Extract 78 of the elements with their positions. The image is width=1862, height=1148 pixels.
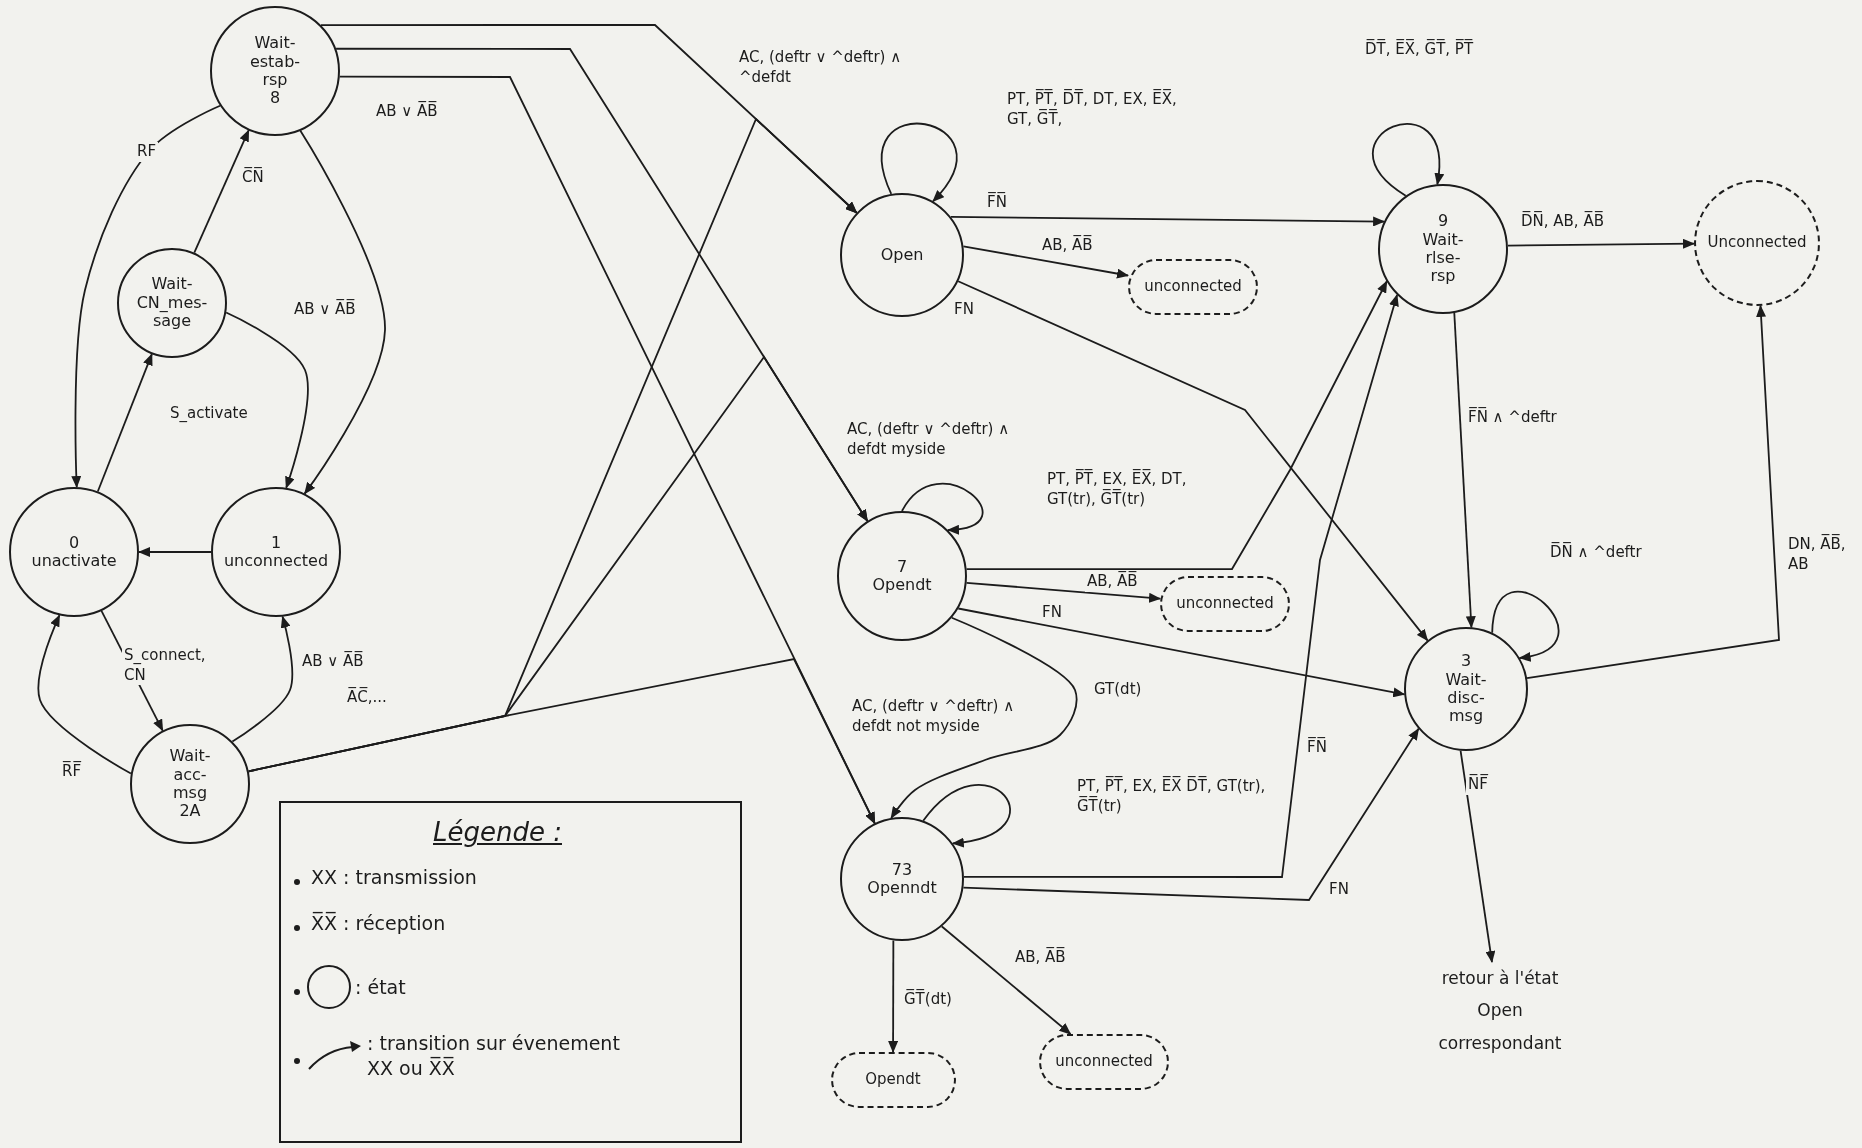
state-name: unconnected — [1176, 595, 1274, 613]
state-name: Opendt — [872, 576, 932, 595]
state-number: 2A — [179, 802, 201, 821]
transition-arrow — [247, 658, 876, 825]
edge-label: RF — [135, 142, 159, 162]
transition-arrow — [957, 607, 1406, 698]
transition-arrow — [138, 547, 212, 557]
transition-arrow — [71, 104, 221, 489]
transition-arrow — [37, 614, 132, 775]
transition-arrow — [96, 353, 153, 493]
state-number: 73 — [891, 860, 913, 879]
transition-arrow — [962, 727, 1420, 901]
self-loop-arrow — [901, 483, 984, 534]
transition-arrow — [888, 939, 899, 1053]
transition-arrow — [965, 280, 1388, 571]
state-name: unactivate — [31, 552, 117, 571]
legend-text: X̅X̅ : réception — [311, 911, 446, 936]
transition-arrow — [965, 581, 1161, 603]
state-name: Wait- disc- msg — [1445, 670, 1487, 726]
state-name: unconnected — [223, 552, 329, 571]
edge-label: S_activate — [168, 404, 250, 424]
state-circle — [117, 248, 227, 358]
state-circle — [1404, 627, 1528, 751]
state-name: Opendt — [865, 1071, 921, 1089]
dashed-state-circle — [1694, 180, 1820, 306]
transition-arrow — [1507, 238, 1695, 249]
state-circle — [1378, 184, 1508, 314]
self-loop-arrow — [922, 784, 1011, 847]
state-circle — [211, 487, 341, 617]
edge-label: N̅F̅ — [1466, 775, 1490, 795]
transition-arrow — [962, 245, 1129, 279]
state-circle — [210, 6, 340, 136]
transition-arrow — [957, 280, 1429, 642]
state-number: 3 — [1460, 652, 1472, 671]
dashed-state-box — [1160, 576, 1290, 632]
transition-arrow — [225, 311, 309, 489]
edge-label: G̅T̅(dt) — [902, 990, 954, 1010]
transition-arrow — [299, 129, 386, 495]
transition-arrow — [231, 615, 294, 743]
self-loop-arrow — [1371, 123, 1444, 197]
transition-arrow — [1526, 304, 1780, 680]
transition-arrow — [1459, 749, 1496, 963]
dashed-state-box — [1039, 1034, 1169, 1090]
transition-arrow — [1453, 312, 1476, 629]
state-number: 0 — [68, 533, 80, 552]
dashed-state-box — [830, 1052, 956, 1108]
state-name: unconnected — [1144, 278, 1242, 296]
state-name: Wait- acc- msg — [169, 747, 211, 803]
state-circle — [840, 817, 964, 941]
dashed-state-box — [1128, 259, 1258, 315]
state-circle — [130, 724, 250, 844]
edge-label: AB, A̅B̅ — [1085, 572, 1140, 592]
legend-text: : état — [355, 974, 406, 1000]
state-name: Openndt — [867, 879, 937, 898]
edge-label: GT(dt) — [1092, 680, 1144, 700]
transition-arrow — [963, 294, 1399, 878]
state-name: Open — [880, 245, 924, 265]
legend-text: XX : transmission — [311, 865, 477, 890]
state-name: Wait- rlse- rsp — [1422, 230, 1464, 286]
state-name: Wait- CN_mes- sage — [136, 275, 208, 331]
state-circle — [9, 487, 139, 617]
state-circle — [837, 511, 967, 641]
transition-arrow — [940, 925, 1072, 1035]
transition-arrow — [193, 129, 250, 254]
note-text: retour à l'état Open correspondant — [1437, 967, 1563, 1055]
transition-arrow — [949, 215, 1386, 227]
state-number: 7 — [896, 557, 908, 576]
legend-text: : transition sur évenement XX ou X̅X̅ — [367, 1031, 621, 1081]
state-name: unconnected — [1055, 1053, 1153, 1071]
self-loop-arrow — [1491, 591, 1560, 661]
state-name: Unconnected — [1707, 234, 1807, 252]
state-number: 1 — [270, 533, 282, 552]
state-number: 9 — [1437, 212, 1449, 231]
state-number: 8 — [269, 89, 281, 108]
transition-arrow — [890, 616, 1078, 819]
state-name: Wait- estab- rsp — [249, 34, 301, 90]
self-loop-arrow — [881, 123, 958, 203]
legend-title: Légende : — [433, 817, 562, 847]
